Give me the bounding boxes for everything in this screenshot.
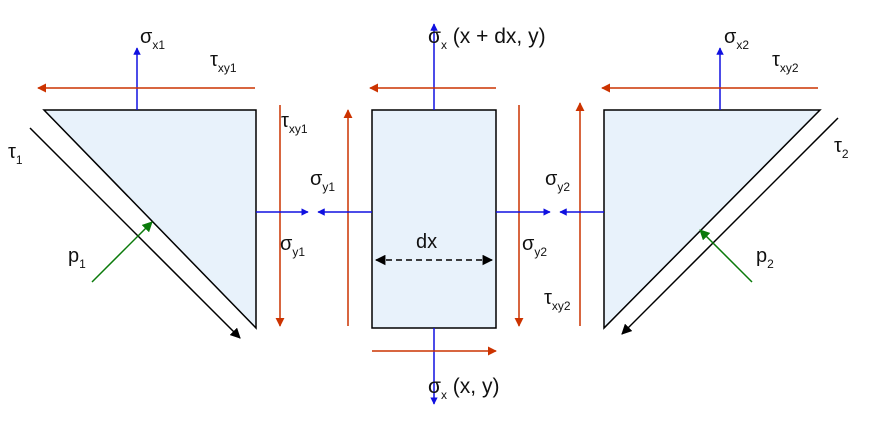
left-traction-arrow <box>29 127 241 339</box>
right-traction-label: τ2 <box>834 135 849 161</box>
left-sigma-y-label: σy1 <box>280 233 305 259</box>
right-pressure-arrow <box>699 229 753 283</box>
right-traction-arrow <box>621 117 839 335</box>
right-tau-top-label: τxy2 <box>772 49 799 75</box>
center-sigma-right-label: σy2 <box>545 168 570 194</box>
left-pressure-arrow <box>91 221 153 283</box>
left-pressure-label: p1 <box>68 245 86 271</box>
right-sigma-x-label: σx2 <box>724 26 749 52</box>
left-tau-side-label: τxy1 <box>281 110 308 136</box>
center-element-body <box>371 109 497 329</box>
right-sigma-y-label: σy2 <box>522 233 547 259</box>
right-wedge-body <box>603 109 822 330</box>
left-wedge: σx1 τxy1 τxy1 σy1 τ1 p1 <box>8 26 309 339</box>
center-sigma-bottom-label: σx (x, y) <box>428 375 499 402</box>
dx-label: dx <box>416 231 437 253</box>
left-traction-label: τ1 <box>8 141 23 167</box>
center-sigma-top-label: σx (x + dx, y) <box>428 25 546 52</box>
center-sigma-left-label: σy1 <box>310 168 335 194</box>
left-sigma-x-label: σx1 <box>140 26 165 52</box>
right-pressure-label: p2 <box>756 245 774 271</box>
left-tau-top-label: τxy1 <box>210 49 237 75</box>
left-wedge-body <box>42 109 257 330</box>
center-element: σx (x + dx, y) σx (x, y) σy1 σy2 dx <box>310 23 570 405</box>
right-wedge: σx2 τxy2 τxy2 σy2 τ2 p2 <box>522 26 849 335</box>
right-tau-side-label: τxy2 <box>544 287 571 313</box>
